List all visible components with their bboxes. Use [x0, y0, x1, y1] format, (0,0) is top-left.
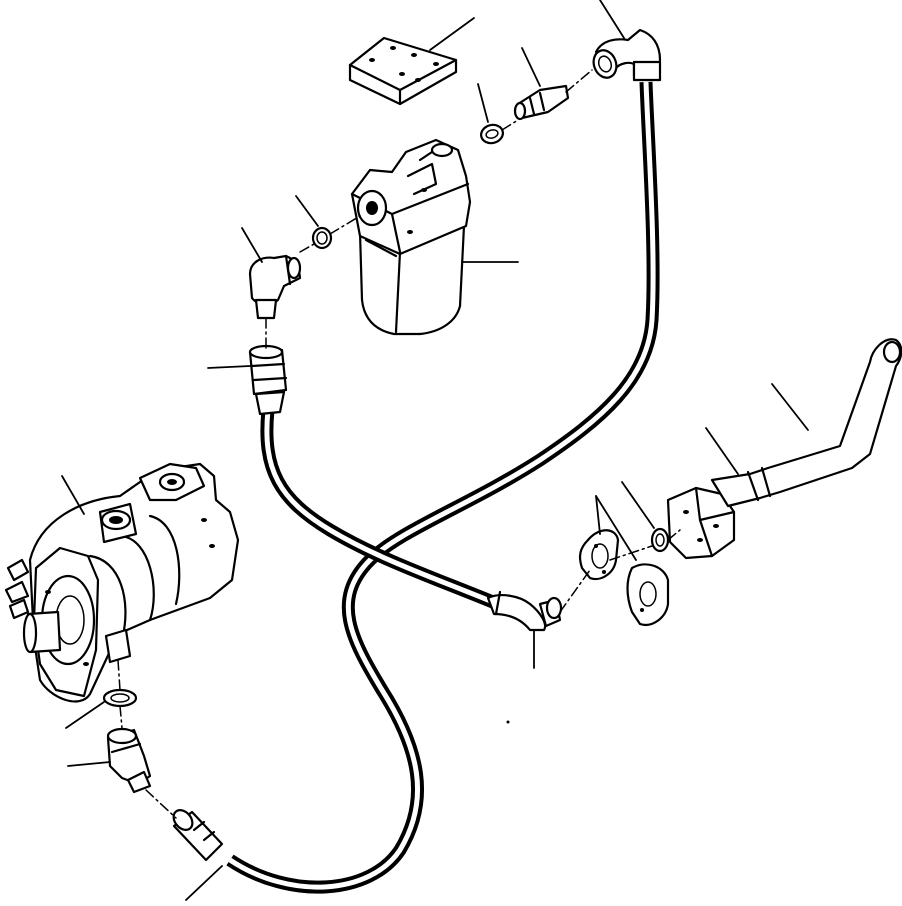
leader-hose-end-lower — [185, 865, 223, 901]
leader-o-ring-filter — [295, 195, 319, 227]
stray-mark — [506, 720, 510, 724]
tube — [710, 338, 902, 508]
o-ring-pump — [102, 688, 138, 708]
elbow-fitting-pump — [106, 727, 152, 794]
leader-split-flange-b — [595, 495, 637, 561]
o-ring-flange — [650, 527, 670, 553]
leader-tube — [771, 383, 809, 431]
leader-lines — [61, 0, 809, 901]
o-ring-top — [480, 123, 504, 145]
hose-end-elbow-lower-right — [486, 590, 563, 632]
leader-o-ring-top — [477, 83, 489, 123]
hose-suction — [260, 409, 503, 612]
leader-straight-fitting — [521, 47, 541, 87]
split-flange-halves — [578, 529, 670, 626]
leader-hose-fitting-upper — [207, 365, 251, 369]
leader-split-flange-a — [595, 495, 601, 535]
o-ring-filter-inlet — [311, 226, 333, 250]
filter-assembly — [350, 138, 472, 336]
leader-flange-adapter — [705, 427, 739, 475]
hydraulic-pump — [4, 462, 240, 703]
leader-o-ring-flange — [621, 481, 655, 529]
leader-cover-plate — [429, 17, 475, 51]
leader-pump — [61, 475, 85, 515]
flange-adapter — [666, 486, 736, 560]
leader-o-ring-pump — [65, 701, 105, 729]
elbow-fitting-filter — [248, 254, 302, 320]
hose-end-lower — [172, 809, 224, 862]
straight-fitting-top — [513, 84, 570, 121]
leader-top-elbow — [599, 0, 625, 39]
assembly-centerlines — [117, 69, 681, 819]
leader-elbow-filter — [241, 227, 263, 263]
hose-fitting-top-elbow — [592, 28, 662, 82]
leader-elbow-pump — [67, 761, 111, 767]
cover-plate — [348, 36, 458, 106]
hose-fitting-upper — [248, 344, 288, 416]
